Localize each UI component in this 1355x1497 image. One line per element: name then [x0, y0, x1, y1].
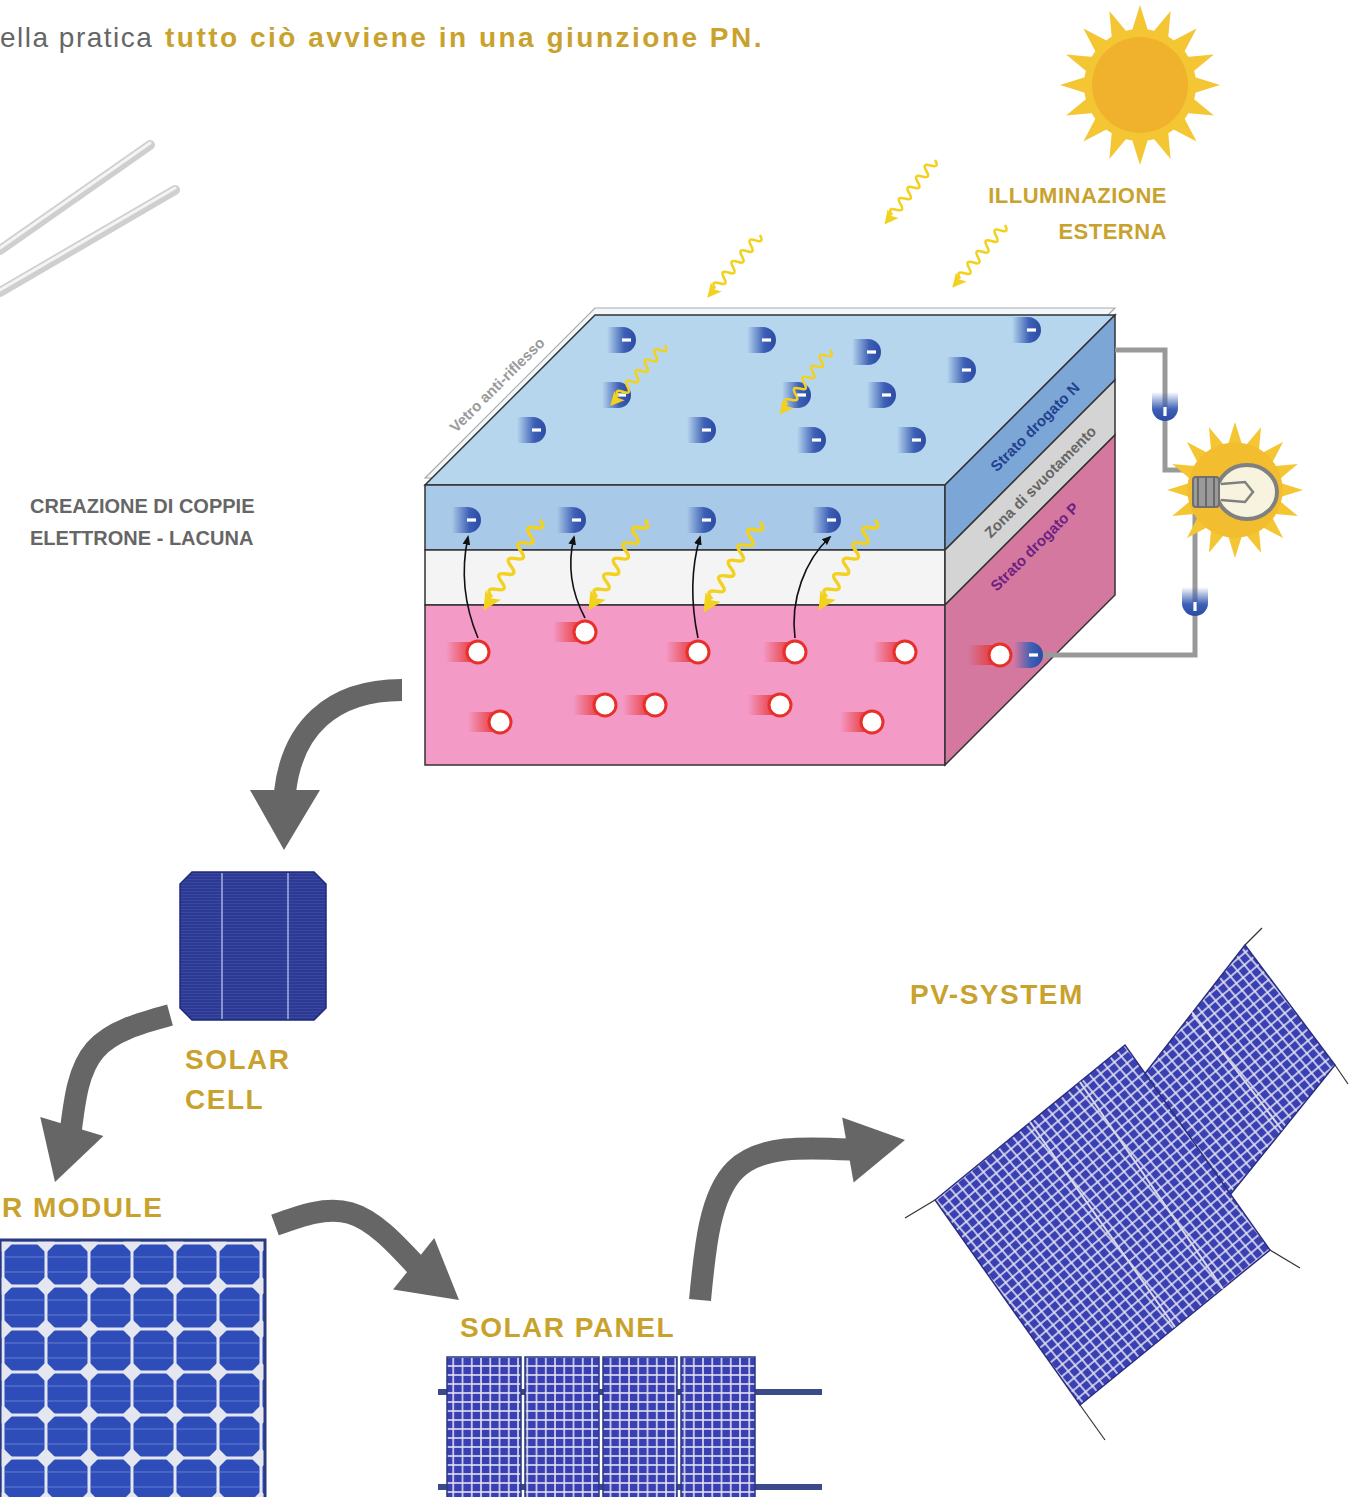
stage-node: SOLAR PANEL — [440, 1300, 825, 1497]
solar-module-icon — [0, 1240, 265, 1497]
flow-arrow — [275, 1211, 459, 1300]
stage-label: SOLAR PANEL — [460, 1308, 675, 1348]
holes — [446, 621, 916, 733]
solar-panel-icon — [438, 1357, 822, 1497]
layer-label: Zona di svuotamento — [980, 422, 1099, 541]
arrow-shaft — [275, 1211, 416, 1266]
arrow-head — [842, 1118, 905, 1183]
pv-system-icon — [905, 928, 1348, 1440]
sun — [1060, 5, 1220, 165]
light-label: ILLUMINAZIONE ESTERNA — [927, 178, 1167, 250]
flow-arrow — [700, 1118, 905, 1300]
stage-node: SOLAR CELL — [170, 862, 340, 1126]
intro-highlight: tutto ciò avviene in una giunzione PN. — [165, 20, 764, 56]
stage-label: R MODULE — [2, 1188, 163, 1228]
photons — [476, 156, 1011, 618]
rods — [0, 143, 175, 292]
pn-junction-block — [425, 308, 1115, 765]
stage-node: PV-SYSTEM — [905, 975, 1345, 1415]
pair-arrows — [464, 537, 830, 638]
circuit — [968, 350, 1303, 668]
stage-label: PV-SYSTEM — [910, 975, 1084, 1015]
flow-arrow — [40, 1015, 170, 1182]
stage-label: SOLAR CELL — [185, 1040, 330, 1120]
arrow-shaft — [700, 1148, 851, 1300]
intro-text: ella pratica — [0, 20, 153, 56]
arrow-head — [40, 1117, 103, 1182]
arrow-head — [393, 1238, 459, 1300]
layer-label: Vetro anti-riflesso — [446, 334, 548, 436]
arrow-shaft — [71, 1015, 170, 1129]
stage-node: R MODULE — [0, 1182, 275, 1497]
solar-cell-icon — [180, 872, 326, 1020]
callout-text: CREAZIONE DI COPPIE ELETTRONE - LACUNA — [30, 490, 320, 554]
process-arrow — [250, 690, 402, 850]
